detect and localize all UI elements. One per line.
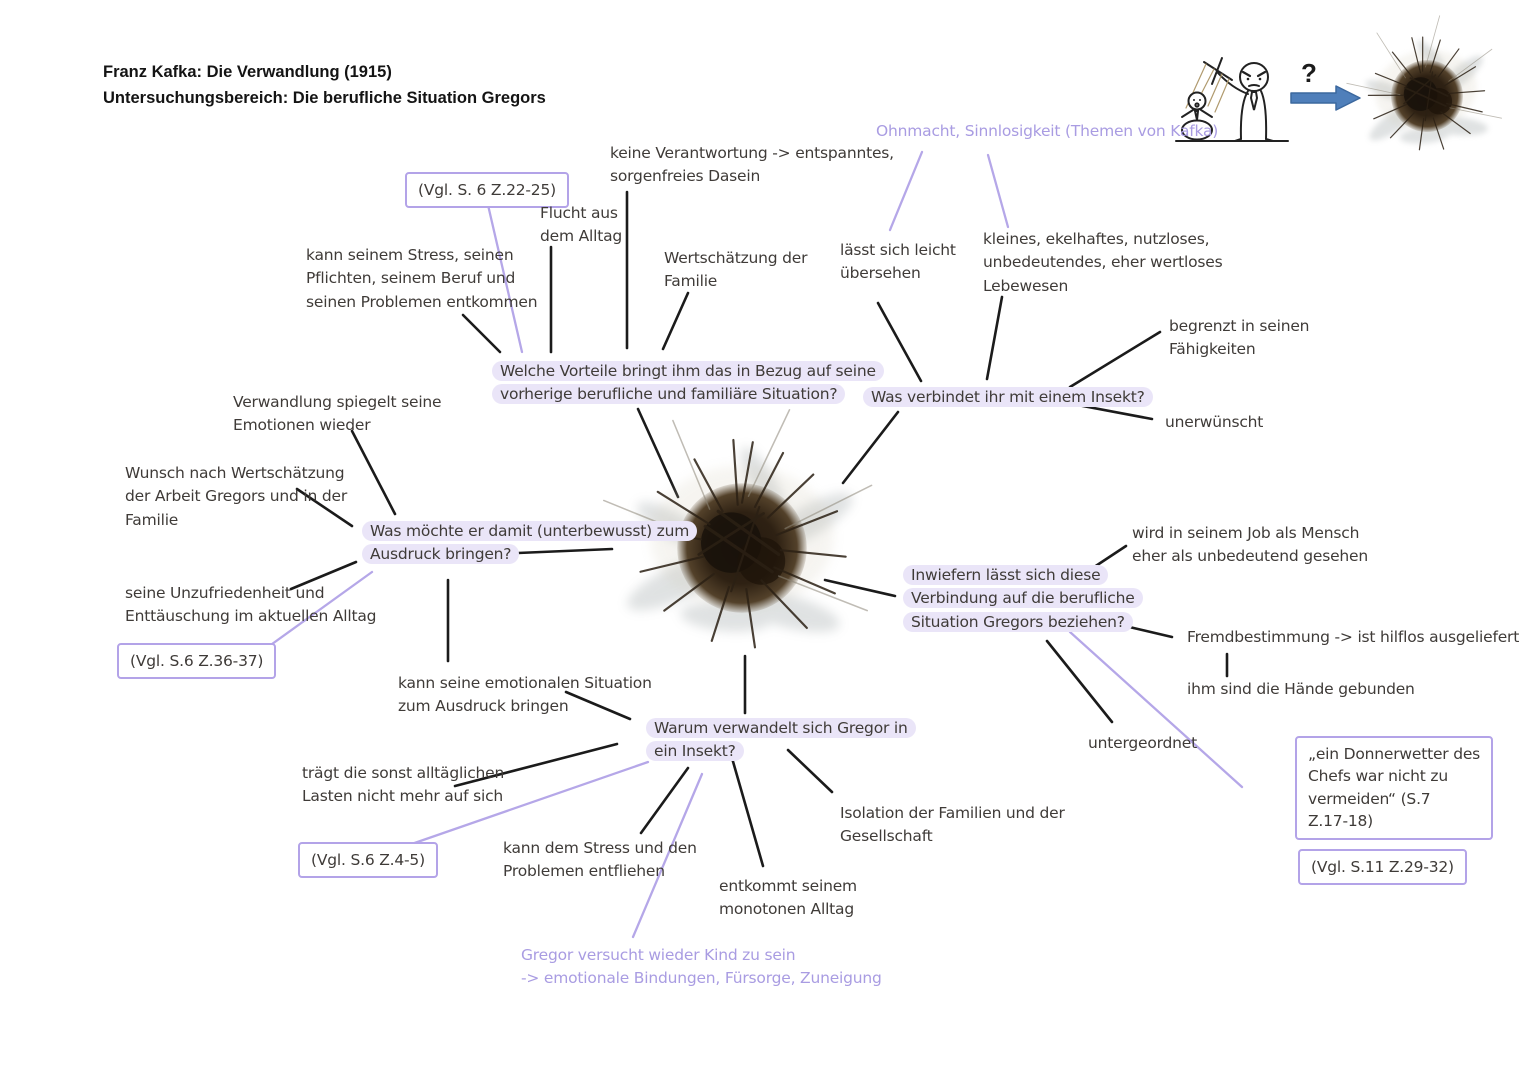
note-gregor-kind: Gregor versucht wieder Kind zu sein -> e… [521,946,882,988]
reference-box-s11-z29-32: (Vgl. S.11 Z.29-32) [1298,849,1467,886]
note-wunsch-wertschaetzung: Wunsch nach Wertschätzung der Arbeit Gre… [125,464,348,529]
question-insekt-assoziation: Was verbindet ihr mit einem Insekt? [863,386,1153,409]
question-beruflich: Inwiefern lässt sich diese Verbindung au… [903,564,1143,634]
reference-box-s6-z36-37: (Vgl. S.6 Z.36-37) [117,643,277,680]
note-verwandlung-spiegelt: Verwandlung spiegelt seine Emotionen wie… [233,393,442,435]
note-unerwuenscht: unerwünscht [1165,413,1264,431]
note-emotionale-situation: kann seine emotionalen Situation zum Aus… [398,674,652,716]
question-mark: ? [1301,58,1317,88]
note-ohnmacht: Ohnmacht, Sinnlosigkeit (Themen von Kafk… [876,122,1219,140]
note-untergeordnet: untergeordnet [1088,734,1197,752]
transform-arrow-icon [1290,85,1361,111]
note-wertschaetzung-familie: Wertschätzung der Familie [664,249,808,291]
note-keine-verantwortung: keine Verantwortung -> entspanntes, sorg… [610,144,894,186]
note-stress-entkommen: kann seinem Stress, seinen Pflichten, se… [306,246,538,311]
note-traegt-lasten: trägt die sonst alltäglichen Lasten nich… [302,764,505,806]
question-warum: Warum verwandelt sich Gregor in ein Inse… [646,717,916,764]
quote-box-donnerwetter: „ein Donnerwetter des Chefs war nicht zu… [1295,736,1494,840]
question-ausdruck: Was möchte er damit (unterbewusst) zum A… [362,520,698,567]
reference-box-s6-z22-25: (Vgl. S. 6 Z.22-25) [405,172,569,209]
reference-box-s6-z4-5: (Vgl. S.6 Z.4-5) [298,842,438,879]
note-entkommt-alltag: entkommt seinem monotonen Alltag [719,877,857,919]
note-laesst-uebersehen: lässt sich leicht übersehen [840,241,956,283]
note-wird-job: wird in seinem Job als Mensch eher als u… [1132,524,1368,566]
note-haende-gebunden: ihm sind die Hände gebunden [1187,680,1415,698]
worksheet-title: Franz Kafka: Die Verwandlung (1915) Unte… [103,63,546,107]
note-unzufriedenheit: seine Unzufriedenheit und Enttäuschung i… [125,584,377,626]
note-begrenzt: begrenzt in seinen Fähigkeiten [1169,317,1310,359]
note-isolation: Isolation der Familien und der Gesellsch… [840,804,1065,846]
question-vorteile: Welche Vorteile bringt ihm das in Bezug … [492,360,884,407]
note-kleines-lebewesen: kleines, ekelhaftes, nutzloses, unbedeut… [983,230,1223,295]
note-fremdbestimmung: Fremdbestimmung -> ist hilflos ausgelief… [1187,628,1520,646]
note-flucht: Flucht aus dem Alltag [540,204,623,246]
note-stress-entfliehen: kann dem Stress und den Problemen entfli… [503,839,697,881]
insect-image-small [1338,8,1507,164]
